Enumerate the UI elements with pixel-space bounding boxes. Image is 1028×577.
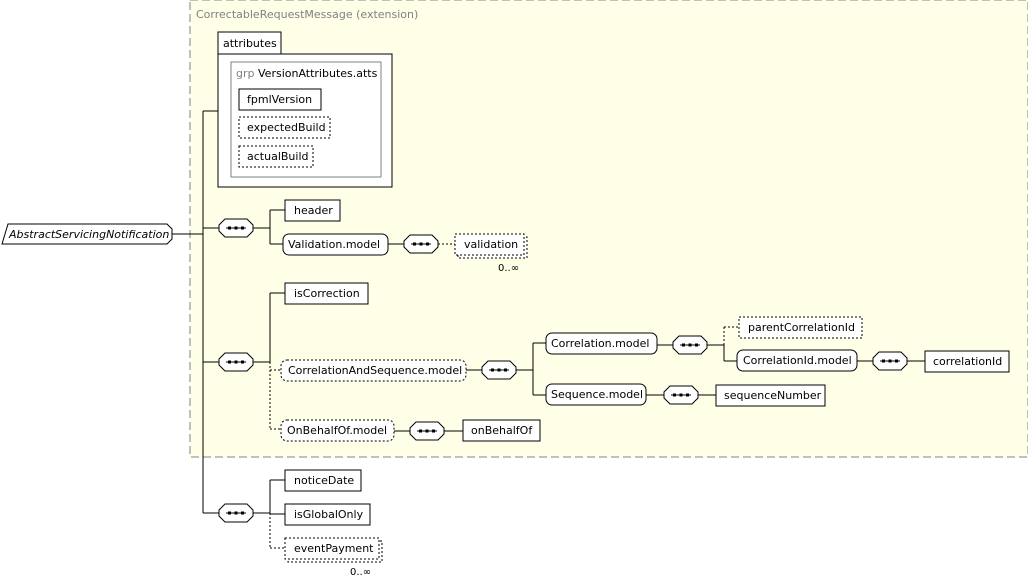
sequence-compositor-on-behalf-of[interactable] xyxy=(409,421,445,441)
svg-text:fpmlVersion: fpmlVersion xyxy=(247,93,312,106)
svg-text:noticeDate: noticeDate xyxy=(294,474,354,487)
group-correlation-and-sequence-model[interactable]: CorrelationAndSequence.model xyxy=(280,359,467,382)
svg-text:isGlobalOnly: isGlobalOnly xyxy=(294,508,364,521)
element-notice-date[interactable]: noticeDate xyxy=(284,469,362,492)
svg-text:Correlation.model: Correlation.model xyxy=(551,337,649,350)
svg-text:Sequence.model: Sequence.model xyxy=(551,388,643,401)
element-event-payment[interactable]: eventPayment xyxy=(284,537,383,563)
svg-text:parentCorrelationId: parentCorrelationId xyxy=(748,321,855,334)
extension-label: CorrectableRequestMessage (extension) xyxy=(196,8,418,21)
svg-text:Validation.model: Validation.model xyxy=(288,238,380,251)
svg-text:header: header xyxy=(294,204,333,217)
element-is-global-only[interactable]: isGlobalOnly xyxy=(284,503,371,526)
group-validation-model[interactable]: Validation.model xyxy=(282,233,389,256)
svg-text:OnBehalfOf.model: OnBehalfOf.model xyxy=(287,424,387,437)
element-on-behalf-of[interactable]: onBehalfOf xyxy=(462,419,541,442)
element-parent-correlation-id[interactable]: parentCorrelationId xyxy=(738,316,863,339)
attributes-tab-label: attributes xyxy=(223,37,277,50)
svg-text:actualBuild: actualBuild xyxy=(247,150,308,163)
sequence-compositor-3[interactable] xyxy=(218,503,254,523)
sequence-compositor-1[interactable] xyxy=(218,218,254,238)
event-payment-occurrence: 0..∞ xyxy=(350,567,371,577)
element-correlation-id[interactable]: correlationId xyxy=(924,350,1010,373)
validation-occurrence: 0..∞ xyxy=(498,263,519,274)
sequence-compositor-validation[interactable] xyxy=(403,234,439,254)
sequence-compositor-sequence[interactable] xyxy=(663,385,699,405)
attributes-panel: attributes grp VersionAttributes.atts fp… xyxy=(217,31,393,188)
svg-text:AbstractServicingNotification: AbstractServicingNotification xyxy=(8,228,169,241)
svg-text:correlationId: correlationId xyxy=(933,355,1002,368)
element-validation[interactable]: validation xyxy=(454,233,528,259)
sequence-compositor-correlation-id[interactable] xyxy=(872,351,908,371)
group-sequence-model[interactable]: Sequence.model xyxy=(545,383,647,406)
sequence-compositor-2[interactable] xyxy=(218,352,254,372)
svg-text:CorrelationAndSequence.model: CorrelationAndSequence.model xyxy=(288,364,462,377)
group-on-behalf-of-model[interactable]: OnBehalfOf.model xyxy=(280,419,395,442)
attribute-expectedbuild[interactable]: expectedBuild xyxy=(238,116,331,139)
attribute-actualbuild[interactable]: actualBuild xyxy=(238,145,314,168)
svg-text:isCorrection: isCorrection xyxy=(294,287,360,300)
group-correlation-model[interactable]: Correlation.model xyxy=(545,332,658,355)
element-header[interactable]: header xyxy=(284,199,341,222)
svg-text:sequenceNumber: sequenceNumber xyxy=(724,389,822,402)
attribute-group-label: grp VersionAttributes.atts xyxy=(236,67,378,80)
element-sequence-number[interactable]: sequenceNumber xyxy=(715,384,826,407)
element-iscorrection[interactable]: isCorrection xyxy=(284,282,369,305)
root-element[interactable]: AbstractServicingNotification xyxy=(1,223,173,245)
svg-text:eventPayment: eventPayment xyxy=(294,542,374,555)
attribute-fpmlversion[interactable]: fpmlVersion xyxy=(238,88,322,111)
svg-text:validation: validation xyxy=(464,238,518,251)
sequence-compositor-correlation[interactable] xyxy=(672,335,708,355)
svg-text:onBehalfOf: onBehalfOf xyxy=(471,424,533,437)
svg-text:expectedBuild: expectedBuild xyxy=(247,121,326,134)
sequence-compositor-correlation-and-sequence[interactable] xyxy=(481,360,517,380)
svg-text:CorrelationId.model: CorrelationId.model xyxy=(743,354,852,367)
group-correlation-id-model[interactable]: CorrelationId.model xyxy=(736,349,858,372)
